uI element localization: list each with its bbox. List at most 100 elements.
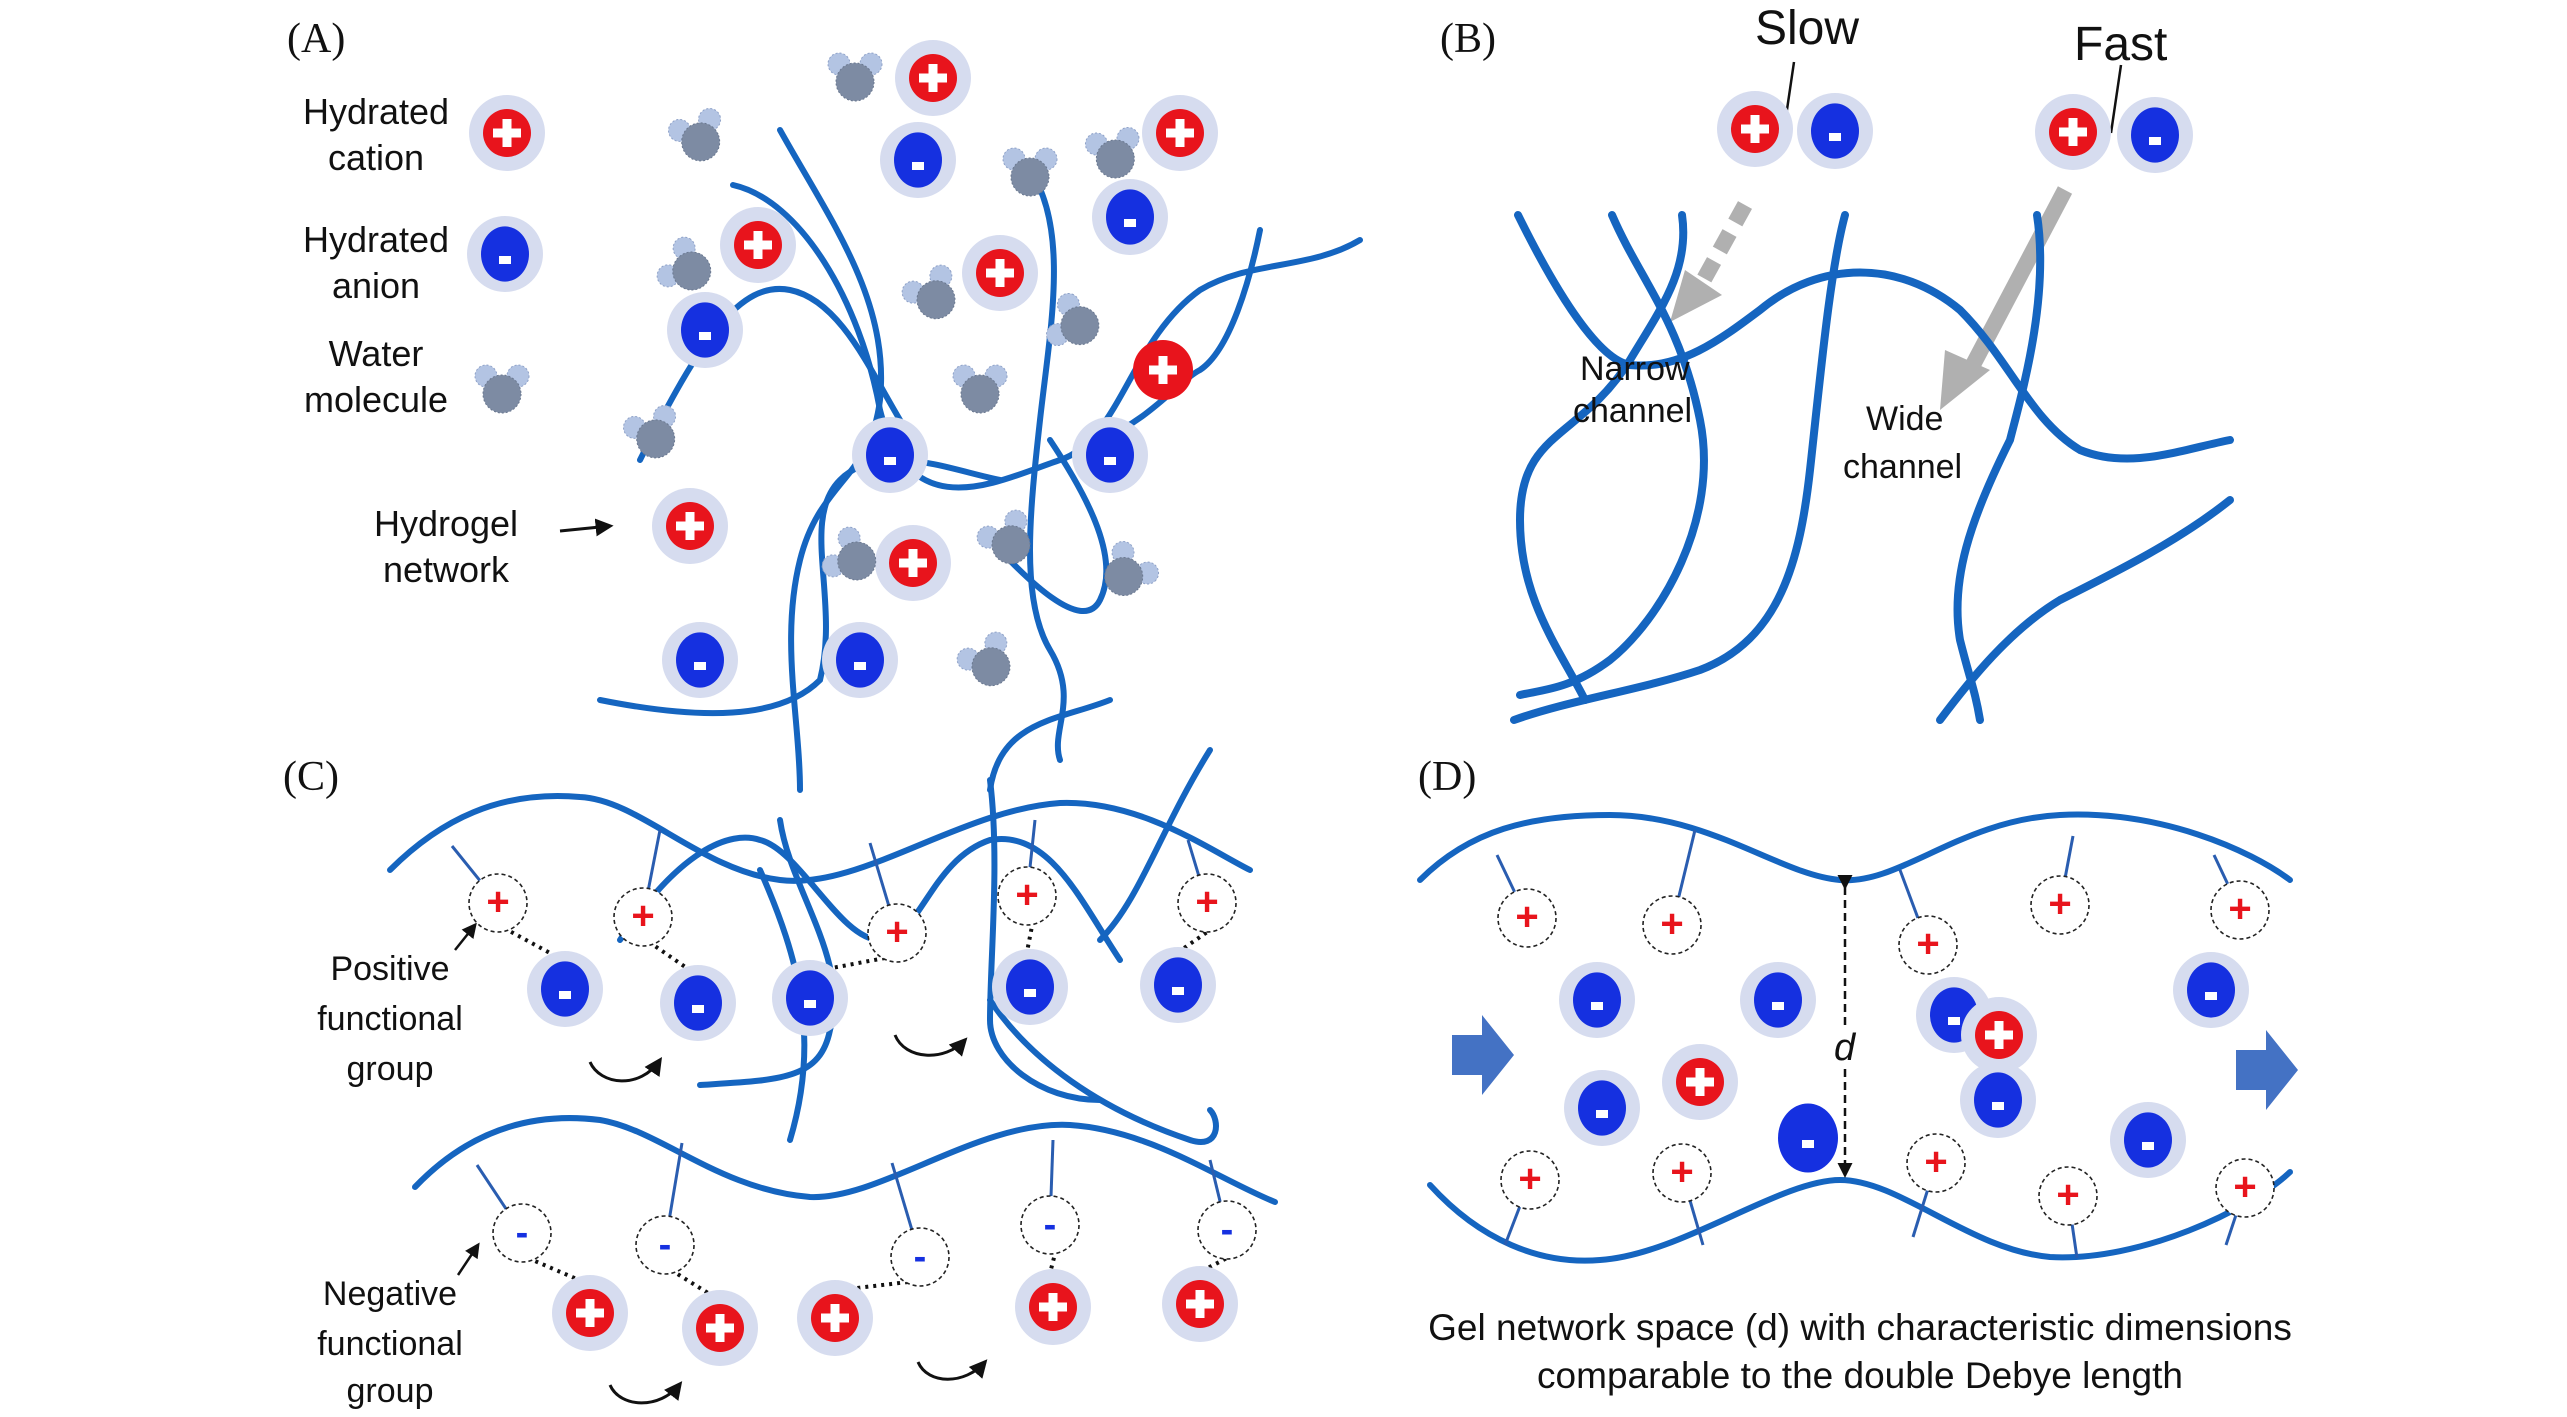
narrow-channel-line1: Narrow — [1580, 350, 1690, 388]
panel-d: (D) d Gel network space (d) with charact… — [1417, 754, 2298, 1396]
network-pointer-arrow — [559, 518, 614, 537]
panel-c-label: (C) — [283, 754, 339, 800]
hop-arrow — [916, 1359, 988, 1381]
hydrated-anion — [660, 965, 736, 1041]
negative-pointer-arrow — [456, 1242, 480, 1276]
d-symbol: d — [1834, 1027, 1857, 1069]
panel-b: (B) Slow Fast Narrow channel Wide channe… — [1440, 2, 2234, 724]
hydrated-cation — [720, 207, 796, 283]
water-molecule — [952, 364, 1008, 414]
legend-cation-line2: cation — [328, 137, 424, 178]
positive-functional-group: + — [450, 845, 528, 933]
caption-line2: comparable to the double Debye length — [1537, 1355, 2183, 1396]
hydrated-cation — [875, 525, 951, 601]
legend-water-line2: molecule — [304, 379, 448, 420]
hydrated-anion — [1140, 947, 1216, 1023]
hydrated-anion — [1092, 179, 1168, 255]
water-molecule — [901, 264, 956, 320]
hydrated-cation — [962, 235, 1038, 311]
svg-text:+: + — [1660, 902, 1683, 946]
ionic-interaction — [503, 926, 562, 961]
hydrated-cation — [1133, 340, 1193, 400]
panel-b-label: (B) — [1440, 16, 1496, 62]
positive-functional-group: + — [2215, 1158, 2275, 1246]
hydrated-anion — [2110, 1102, 2186, 1178]
wide-channel-line2: channel — [1843, 448, 1962, 486]
hydrated-cation — [552, 1275, 628, 1351]
water-molecule — [976, 509, 1031, 565]
positive-pointer-arrow — [454, 922, 477, 951]
particles-layer: +++++-----++++++++++ — [450, 40, 2275, 1366]
hydrated-cation — [682, 1290, 758, 1366]
ionic-interaction — [669, 1268, 718, 1300]
svg-text:+: + — [1916, 922, 1939, 966]
panel-a-label: (A) — [287, 16, 345, 62]
ionic-interaction — [1024, 920, 1035, 958]
hydrated-anion — [527, 951, 603, 1027]
flow-out-arrow — [2236, 1030, 2298, 1110]
hydrated-anion — [2173, 952, 2249, 1028]
hydrated-anion — [667, 292, 743, 368]
positive-functional-group: + — [1642, 829, 1702, 955]
positive-functional-group: + — [1177, 839, 1237, 933]
hop-arrow — [893, 1034, 968, 1057]
svg-text:-: - — [1044, 1204, 1057, 1246]
legend-anion-line2: anion — [332, 265, 420, 306]
fast-divider — [2109, 64, 2123, 134]
hydrated-anion — [1797, 93, 1873, 169]
hydrated-anion — [1559, 962, 1635, 1038]
slow-label: Slow — [1755, 2, 1859, 55]
hydrogel-network-b — [1510, 211, 2234, 724]
water-molecule — [1104, 540, 1160, 597]
legend-water-line1: Water — [329, 333, 424, 374]
hydrated-anion — [1564, 1070, 1640, 1146]
positive-group-line1: Positive — [330, 950, 449, 988]
svg-text:+: + — [2056, 1173, 2079, 1217]
hydrated-cation — [2035, 94, 2111, 170]
polymer-chain-positive — [387, 793, 1253, 884]
polymer-chain-top — [1417, 811, 2293, 884]
svg-text:+: + — [2048, 882, 2071, 926]
positive-functional-group: + — [1652, 1143, 1712, 1246]
positive-functional-group: + — [867, 842, 927, 963]
hydrated-anion — [992, 949, 1068, 1025]
hydrated-cation — [469, 95, 545, 171]
svg-text:-: - — [659, 1224, 672, 1266]
svg-text:+: + — [1518, 1157, 1541, 1201]
hydrated-cation — [1142, 95, 1218, 171]
hydrated-cation — [1662, 1044, 1738, 1120]
narrow-channel-line2: channel — [1573, 392, 1692, 430]
water-molecule — [656, 236, 712, 291]
hydrated-cation — [1717, 91, 1793, 167]
positive-functional-group: + — [997, 819, 1057, 926]
legend-cation-line1: Hydrated — [303, 91, 449, 132]
svg-text:-: - — [1221, 1209, 1234, 1251]
hydrated-anion — [662, 622, 738, 698]
legend-network-line1: Hydrogel — [374, 503, 518, 544]
positive-functional-group: + — [613, 829, 673, 947]
ionic-interaction — [831, 956, 886, 970]
hydrated-cation — [895, 40, 971, 116]
hop-arrow — [588, 1057, 662, 1083]
svg-text:+: + — [1195, 880, 1218, 924]
svg-text:+: + — [2228, 887, 2251, 931]
water-molecule — [474, 364, 530, 414]
svg-text:+: + — [1670, 1150, 1693, 1194]
flow-in-arrow — [1452, 1015, 1514, 1095]
wide-channel-line1: Wide — [1866, 400, 1943, 438]
hydrated-cation — [652, 488, 728, 564]
water-molecule — [1045, 292, 1100, 347]
ionic-interaction — [856, 1280, 909, 1290]
positive-functional-group: + — [2038, 1166, 2098, 1259]
hydrated-anion — [880, 122, 956, 198]
svg-text:+: + — [1924, 1140, 1947, 1184]
svg-text:-: - — [516, 1212, 529, 1254]
hydrated-cation — [1015, 1269, 1091, 1345]
water-molecule — [667, 107, 722, 162]
negative-functional-group: - — [1020, 1139, 1080, 1255]
ionic-interaction — [527, 1256, 587, 1285]
hydrated-anion — [1960, 1062, 2036, 1138]
ionic-interaction — [647, 940, 696, 975]
svg-text:+: + — [885, 910, 908, 954]
polymer-chain-bottom — [1427, 1169, 2293, 1264]
